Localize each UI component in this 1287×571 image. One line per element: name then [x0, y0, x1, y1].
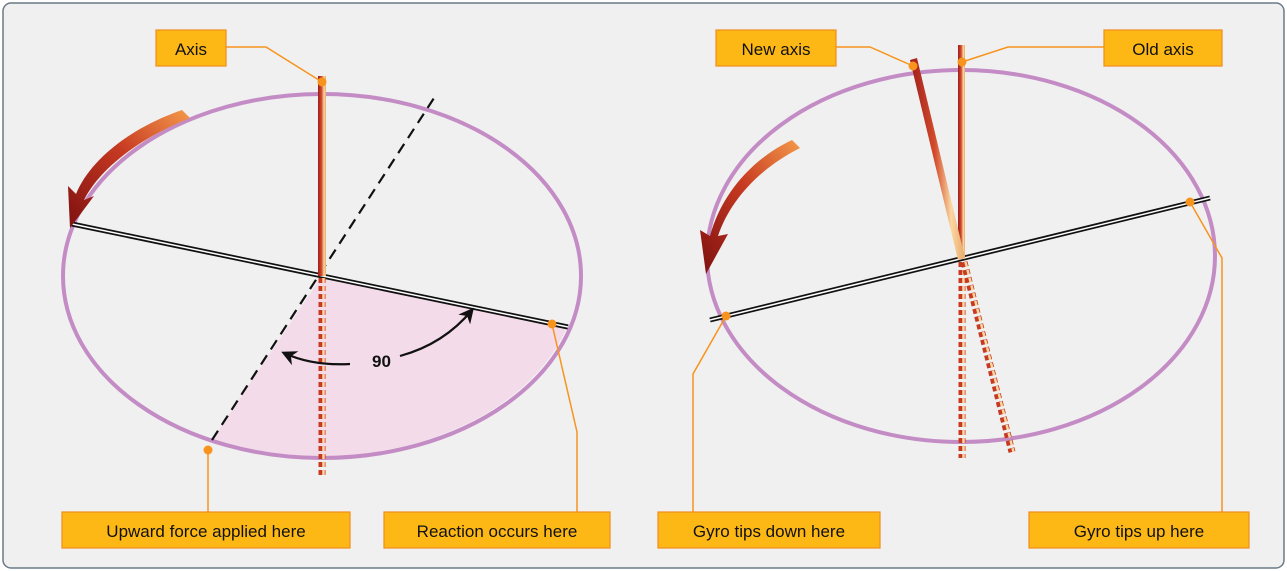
tips-up-leader [1189, 201, 1223, 512]
tips-up-callout: Gyro tips up here [1028, 511, 1250, 549]
force-callout-text: Upward force applied here [106, 522, 305, 541]
old-axis-leader-dot [957, 57, 967, 67]
tips-up-callout-text: Gyro tips up here [1074, 522, 1204, 541]
spin-axis-left [318, 76, 326, 276]
axis-callout-text: Axis [175, 40, 207, 59]
tips-down-callout: Gyro tips down here [657, 511, 881, 549]
reaction-leader-dot [547, 319, 557, 329]
old-axis [958, 45, 965, 259]
rotation-arrow-right[interactable] [700, 140, 800, 274]
reaction-callout: Reaction occurs here [383, 511, 611, 549]
tips-down-leader-dot [721, 311, 731, 321]
old-axis-callout: Old axis [1103, 29, 1223, 67]
new-axis [910, 58, 965, 260]
old-axis-leader [961, 46, 1104, 63]
axis-leader [226, 46, 323, 83]
left-diagram: 90 Axis Upward force applied here Reacti… [61, 29, 611, 549]
right-diagram: New axis Old axis Gyro tips down here Gy… [657, 29, 1250, 549]
force-callout: Upward force applied here [61, 511, 351, 549]
new-axis-leader-dot [908, 61, 918, 71]
rotation-arrow-left[interactable] [68, 110, 190, 228]
new-axis-lower [960, 261, 1016, 453]
reaction-callout-text: Reaction occurs here [417, 522, 578, 541]
angle-label: 90 [372, 352, 391, 371]
tips-down-leader [692, 315, 727, 512]
reaction-sector [212, 276, 567, 457]
new-axis-callout: New axis [715, 29, 837, 67]
angle-arc-right [399, 307, 474, 358]
old-axis-callout-text: Old axis [1132, 40, 1193, 59]
axis-leader-dot [317, 77, 327, 87]
new-axis-callout-text: New axis [742, 40, 811, 59]
tips-up-leader-dot [1185, 197, 1195, 207]
axis-callout: Axis [155, 29, 227, 67]
new-axis-leader [836, 46, 914, 67]
tips-down-callout-text: Gyro tips down here [693, 522, 845, 541]
force-leader-dot [203, 445, 213, 455]
angle-arc-left [281, 351, 351, 366]
reaction-leader [551, 323, 578, 512]
